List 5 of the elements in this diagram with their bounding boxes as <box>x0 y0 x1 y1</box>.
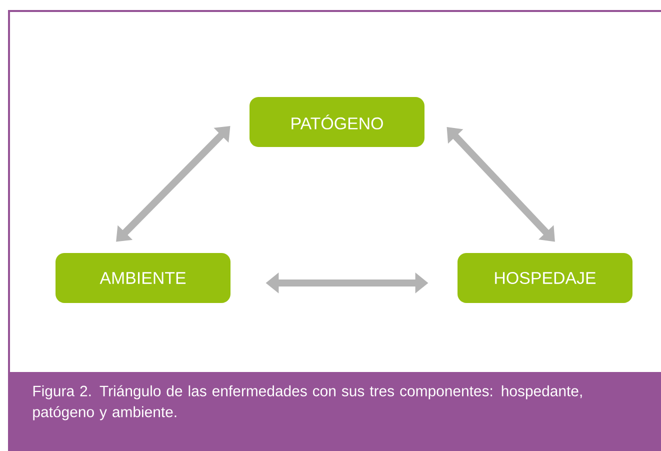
double-arrow <box>116 126 230 242</box>
term-box: AMBIENTE <box>56 253 230 303</box>
term-box: HOSPEDAJE <box>458 253 632 303</box>
caption-band: Figura 2. Triángulo de las enfermedades con sus tres componentes: hospedante, patógeno y ambiente. <box>9 372 661 451</box>
term-box: PATÓGENO <box>250 97 424 147</box>
